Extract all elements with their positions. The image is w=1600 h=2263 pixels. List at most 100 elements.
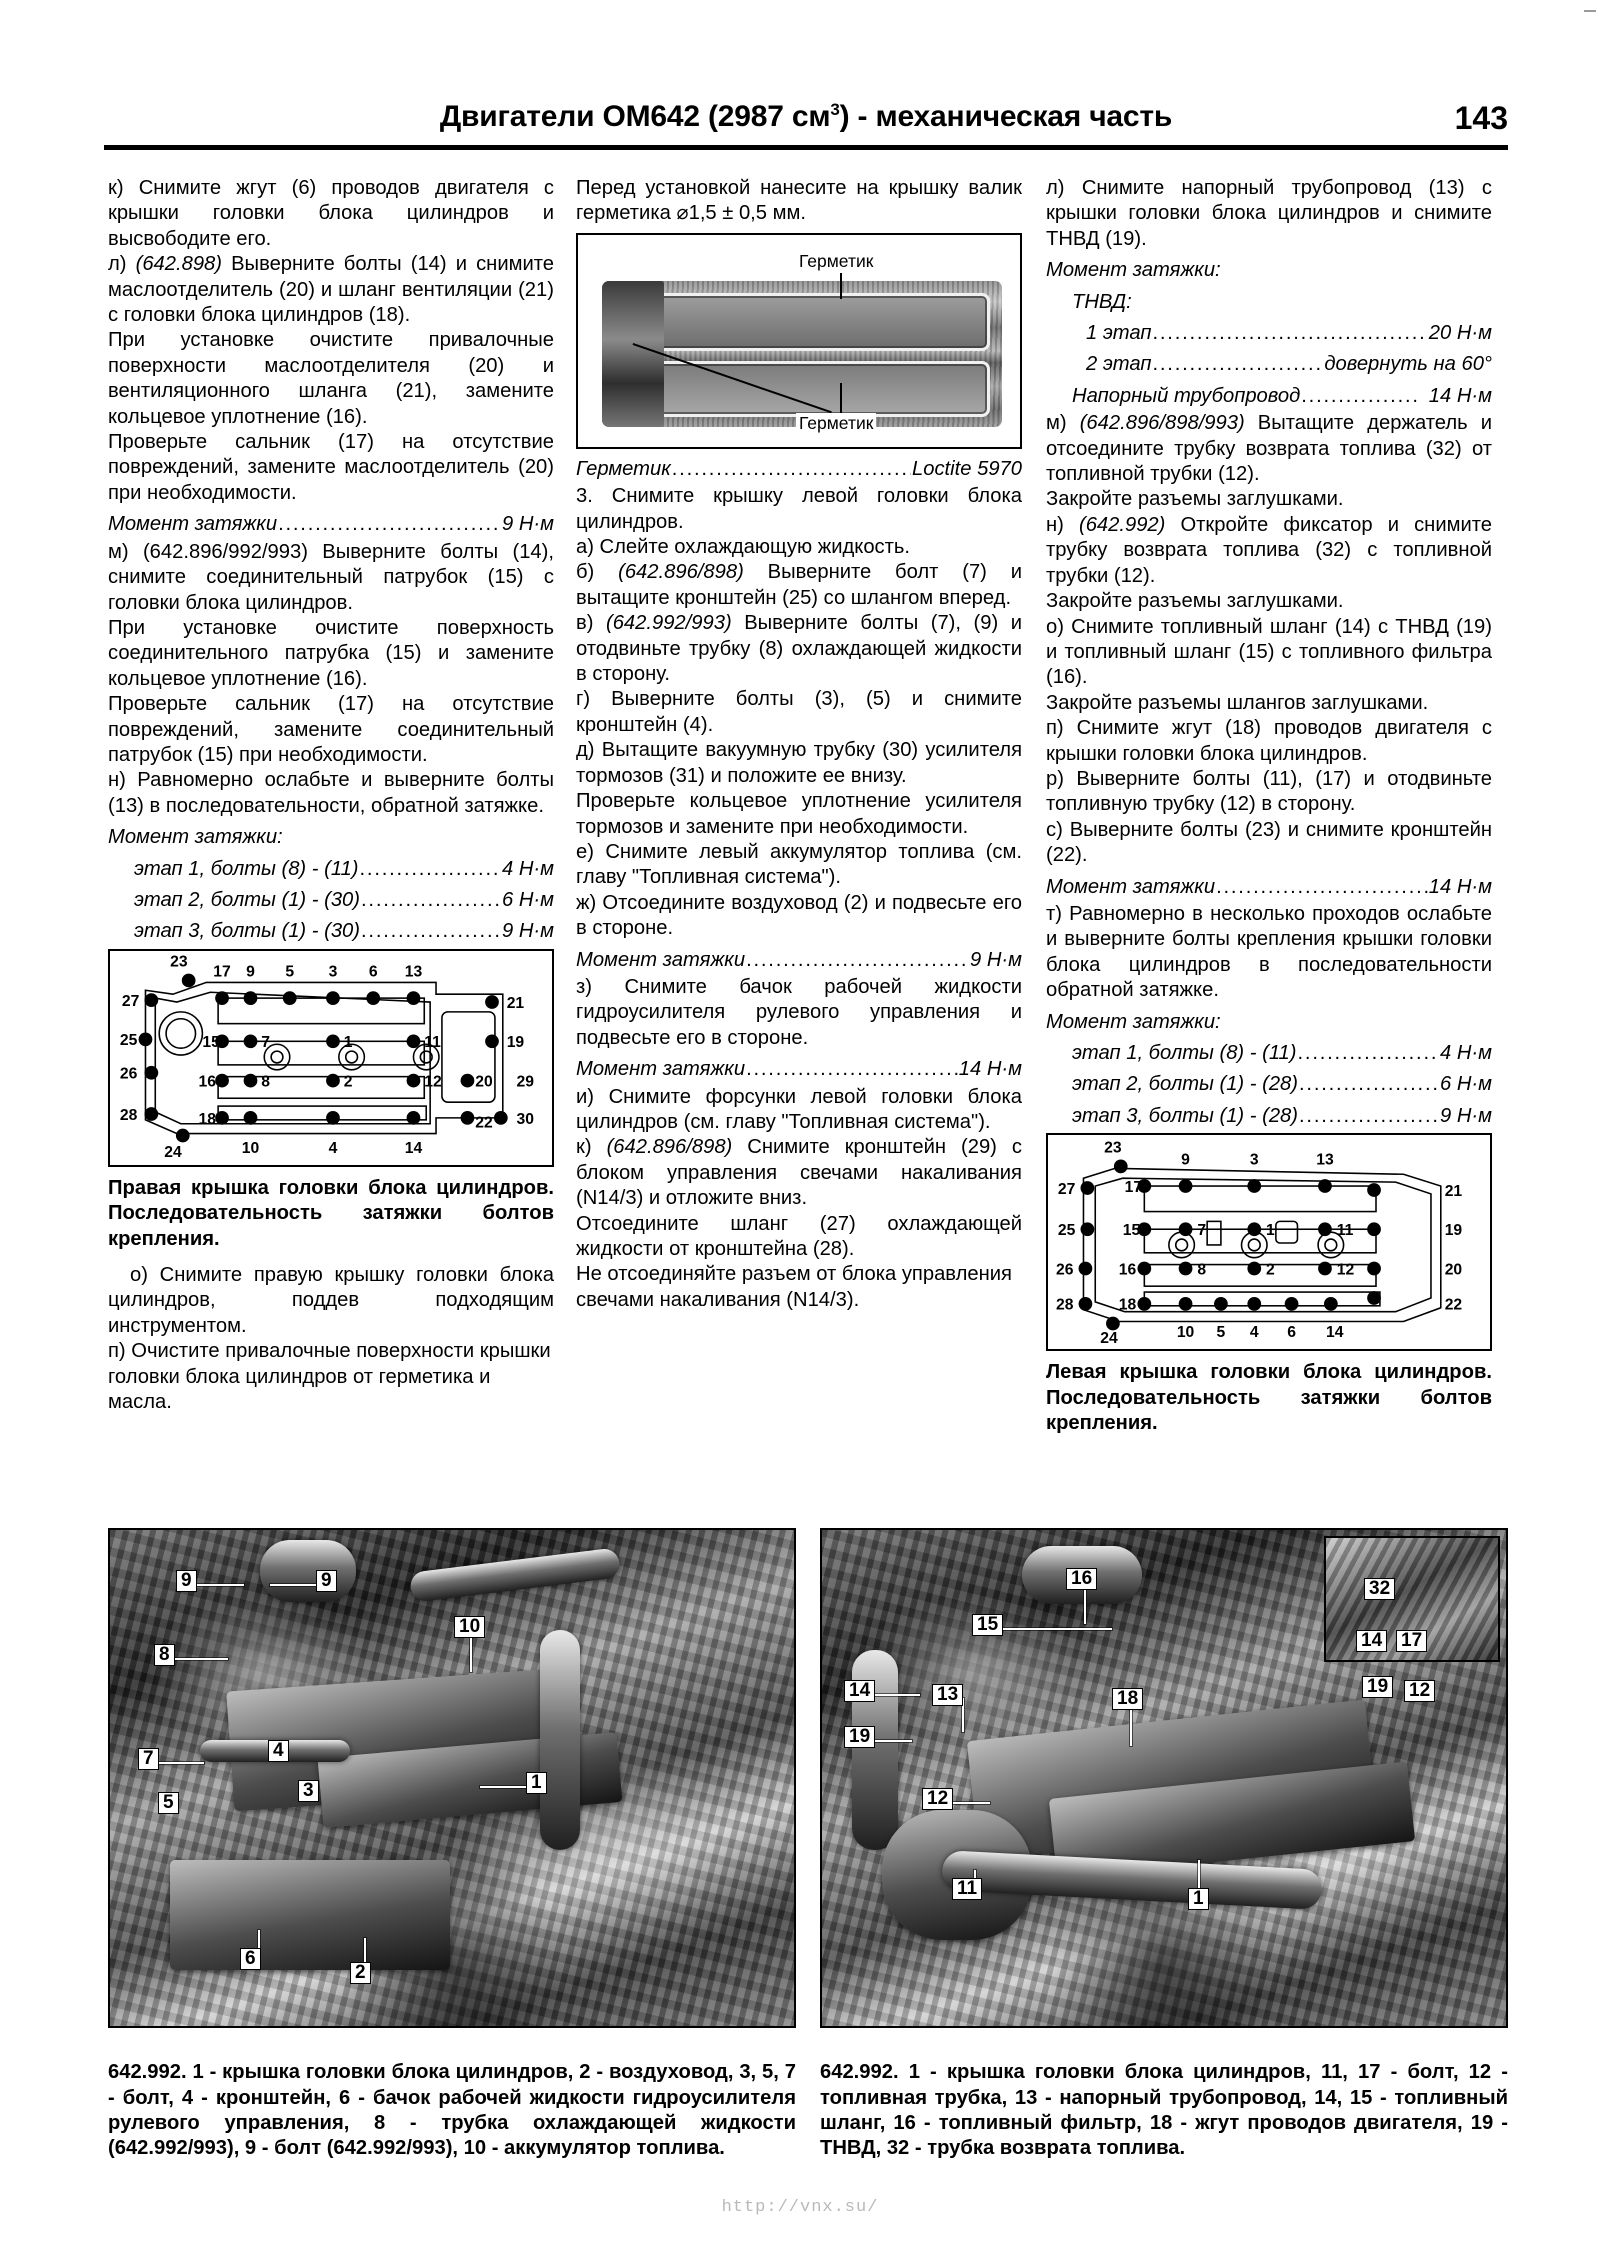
- torque-leader-dots: ....................................: [361, 920, 501, 943]
- photo-callout: 3: [298, 1780, 319, 1802]
- svg-text:21: 21: [507, 995, 525, 1012]
- svg-text:6: 6: [1287, 1324, 1296, 1341]
- svg-text:9: 9: [246, 963, 255, 980]
- svg-text:11: 11: [1337, 1222, 1354, 1239]
- left-column: к) Снимите жгут (6) проводов двигателя с…: [108, 176, 554, 1415]
- svg-text:27: 27: [122, 993, 140, 1010]
- torque-spec-mid-2: Момент затяжки .........................…: [576, 1057, 1022, 1082]
- svg-text:11: 11: [424, 1034, 441, 1051]
- paragraph-n: н) Равномерно ослабьте и выверните болты…: [108, 769, 554, 817]
- svg-text:1: 1: [344, 1034, 353, 1051]
- torque-pump-stage-1-label: 1 этап: [1086, 322, 1152, 345]
- svg-text:1: 1: [1266, 1222, 1275, 1239]
- torque-leader-dots: ....................................: [361, 888, 501, 911]
- torque-left-stage-1-label: этап 1, болты (8) - (11): [1072, 1042, 1297, 1064]
- paragraph-a: а) Слейте охлаждающую жидкость.: [576, 536, 911, 559]
- torque-spec-2-label: Момент затяжки:: [108, 826, 283, 849]
- torque-leader-dots: ................: [1301, 384, 1420, 407]
- svg-text:17: 17: [1125, 1179, 1143, 1196]
- torque-spec-mid-2-value: 14 Н·м: [958, 1058, 1022, 1081]
- svg-text:13: 13: [1316, 1152, 1334, 1169]
- torque-spec-pump-label: ТНВД:: [1072, 290, 1132, 313]
- paragraph-s-right: с) Выверните болты (23) и снимите кроншт…: [1046, 818, 1492, 867]
- paragraph-seal-check-2: Проверьте сальник (17) на отсутствие пов…: [108, 693, 554, 766]
- bottom-photo-row: 9 9 8 7 5 4 3 10 1 6 2: [108, 1528, 1508, 2028]
- paragraph-k-mid-prefix: к): [576, 1136, 607, 1159]
- page-header: Двигатели OM642 (2987 см3) - механическа…: [104, 100, 1508, 158]
- svg-text:27: 27: [1058, 1181, 1076, 1198]
- svg-text:26: 26: [120, 1065, 138, 1082]
- middle-column: Перед установкой нанесите на крышку вали…: [576, 176, 1022, 1313]
- sealant-spec: Герметик ...............................…: [576, 457, 1022, 482]
- paragraph-d: д) Вытащите вакуумную трубку (30) усилит…: [576, 739, 1022, 787]
- torque-spec-1: Момент затяжки .........................…: [108, 512, 554, 537]
- right-head-bolt-diagram-svg: 23 24 17 9 5 3 6 13 27 25 26 28 21 19 29…: [120, 953, 534, 1160]
- callout-leader: [470, 1630, 472, 1672]
- photo-callout: 14: [1356, 1630, 1388, 1652]
- photo-callout: 5: [158, 1792, 179, 1814]
- svg-text:5: 5: [285, 963, 294, 980]
- svg-text:19: 19: [507, 1034, 525, 1051]
- svg-text:26: 26: [1056, 1262, 1074, 1279]
- torque-leader-dots: ....................................: [359, 857, 502, 880]
- svg-text:3: 3: [1250, 1152, 1259, 1169]
- figure-sealant-application: Герметик Герметик: [576, 232, 1022, 449]
- svg-text:12: 12: [424, 1073, 442, 1090]
- svg-text:25: 25: [1058, 1222, 1076, 1239]
- paragraph-k-mid-text: Снимите кронштейн (29) с блоком управлен…: [576, 1136, 1022, 1210]
- paragraph-seal-check-1: Проверьте сальник (17) на отсутствие пов…: [108, 431, 554, 504]
- torque-pump-stage-2-label: 2 этап: [1086, 353, 1152, 376]
- photo-callout: 17: [1396, 1630, 1428, 1652]
- paragraph-l-right: л) Снимите напорный трубопровод (13) с к…: [1046, 177, 1492, 250]
- svg-text:2: 2: [1266, 1262, 1275, 1279]
- left-head-bolt-diagram-svg: 23 24 9 3 13 27 25 26 28 21 19 20 22 17 …: [1056, 1140, 1463, 1347]
- torque-spec-mid-2-label: Момент затяжки: [576, 1058, 746, 1081]
- engine-component: [540, 1630, 580, 1850]
- paragraph-b-engine-code: (642.896/898): [618, 561, 744, 584]
- page-title-superscript: 3: [830, 100, 840, 119]
- paragraph-m-right-text: Вытащите держатель и отсоедините трубку …: [1046, 412, 1492, 486]
- page-title-tail: ) - механическая часть: [839, 100, 1173, 133]
- svg-text:21: 21: [1445, 1183, 1463, 1200]
- svg-text:7: 7: [261, 1034, 270, 1051]
- svg-text:25: 25: [120, 1032, 138, 1049]
- torque-spec-right-2-label: Момент затяжки: [1046, 875, 1216, 898]
- torque-pump-stage-1-value: 20 Н·м: [1428, 322, 1492, 345]
- paragraph-oring-check: Проверьте кольцевое уплотнение усилителя…: [576, 790, 1022, 838]
- svg-text:10: 10: [1177, 1324, 1195, 1341]
- torque-stage-3: этап 3, болты (1) - (30) ...............…: [108, 919, 554, 944]
- paragraph-hose-disconnect: Отсоедините шланг (27) охлаждающей жидко…: [576, 1212, 1022, 1260]
- paragraph-k-mid: к) (642.896/898) Снимите кронштейн (29) …: [576, 1135, 1022, 1211]
- photo-callout: 12: [1404, 1680, 1436, 1702]
- svg-text:28: 28: [120, 1107, 138, 1124]
- svg-text:23: 23: [1104, 1140, 1122, 1157]
- paragraph-o: о) Снимите правую крышку головки блока ц…: [108, 1264, 554, 1337]
- callout-leader: [946, 1802, 990, 1804]
- torque-stage-3-label: этап 3, болты (1) - (30): [134, 920, 360, 943]
- torque-spec-1-value: 9 Н·м: [502, 513, 554, 536]
- svg-text:8: 8: [261, 1073, 270, 1090]
- engine-component: [170, 1860, 450, 1970]
- photo-callout: 4: [268, 1740, 289, 1762]
- photo-callout: 1: [526, 1772, 547, 1794]
- torque-stage-2: этап 2, болты (1) - (30) ...............…: [108, 888, 554, 913]
- photo-callout: 18: [1112, 1688, 1144, 1710]
- engine-component: [408, 1547, 622, 1603]
- callout-leader: [172, 1658, 228, 1660]
- callout-leader: [962, 1698, 964, 1732]
- paragraph-i: и) Снимите форсунки левой головки блока …: [576, 1085, 1022, 1133]
- svg-text:16: 16: [198, 1073, 216, 1090]
- paragraph-k: к) Снимите жгут (6) проводов двигателя с…: [108, 177, 554, 250]
- svg-text:7: 7: [1197, 1222, 1206, 1239]
- torque-leader-dots: ........................................…: [746, 948, 969, 971]
- torque-left-stage-1: этап 1, болты (8) - (11) ...............…: [1046, 1041, 1492, 1066]
- engine-component: [260, 1540, 356, 1602]
- svg-text:14: 14: [405, 1140, 423, 1157]
- torque-spec-right-1-label: Момент затяжки:: [1046, 259, 1221, 282]
- svg-text:19: 19: [1445, 1222, 1463, 1239]
- svg-text:18: 18: [198, 1111, 216, 1128]
- torque-spec-mid-1: Момент затяжки .........................…: [576, 948, 1022, 973]
- torque-spec-mid-1-value: 9 Н·м: [970, 948, 1022, 971]
- paragraph-sealant-bead: Перед установкой нанесите на крышку вали…: [576, 177, 1022, 225]
- page-title-main: Двигатели OM642 (2987 см: [439, 100, 831, 133]
